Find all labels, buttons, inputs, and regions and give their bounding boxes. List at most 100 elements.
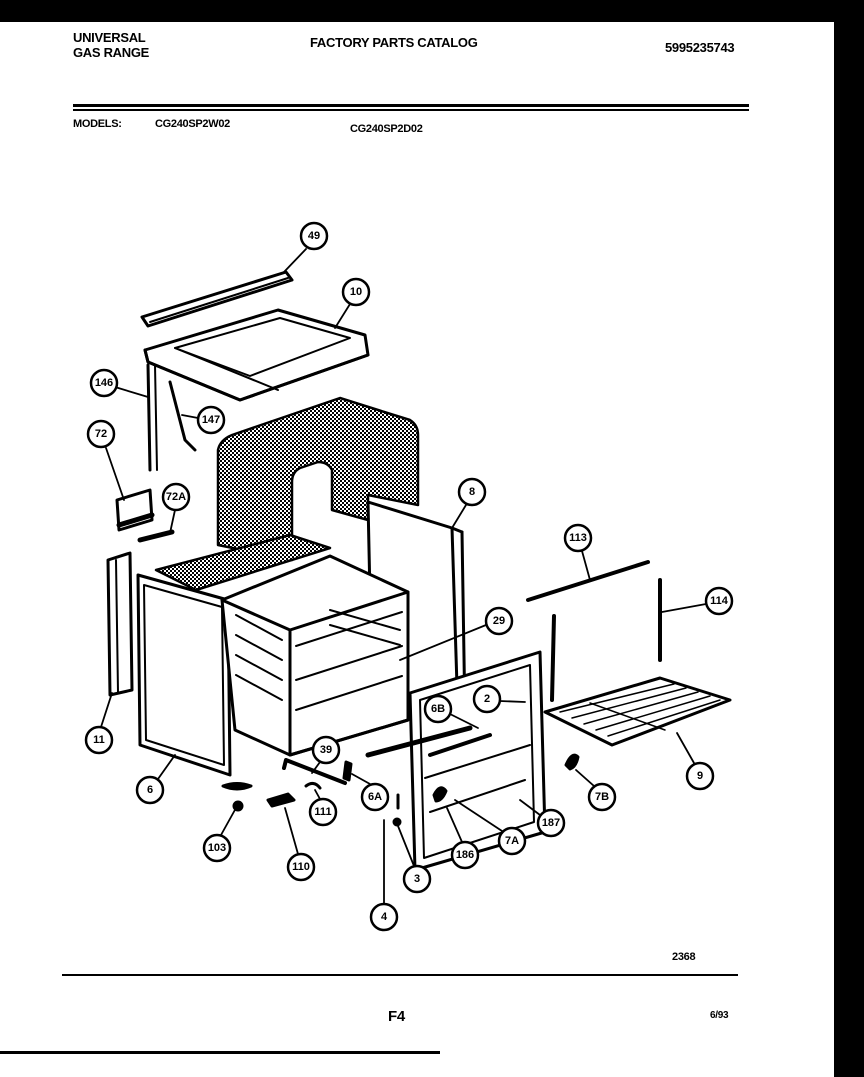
callout-label: 9 [697,770,703,782]
part-72A-strip [137,529,175,543]
callout-103: 103 [202,833,232,863]
part-103-knob [221,782,253,812]
callout-label: 103 [208,842,226,854]
part-29-rail [365,725,473,758]
callout-113: 113 [563,523,593,553]
callout-circle [161,482,191,512]
callout-10: 10 [341,277,371,307]
callout-39: 39 [311,735,341,765]
callout-label: 29 [493,615,505,627]
callout-circle [423,694,453,724]
callout-label: 187 [542,817,560,829]
callout-29: 29 [484,606,514,636]
callout-label: 7B [595,791,609,803]
callout-label: 72 [95,428,107,440]
brand-line-2: GAS RANGE [73,45,150,60]
callout-9: 9 [685,761,715,791]
models-label: MODELS: [73,118,122,130]
model-number-2: CG240SP2D02 [350,123,423,135]
callout-circle [536,808,566,838]
callout-label: 2 [484,693,490,705]
callout-circle [202,833,232,863]
callout-circle [704,586,734,616]
leader-lines [100,248,707,905]
callout-187: 187 [536,808,566,838]
callout-circle [472,684,502,714]
brand-block: UNIVERSAL GAS RANGE [73,30,149,60]
callout-circle [457,477,487,507]
callout-6b: 6B [423,694,453,724]
callout-label: 111 [314,806,331,818]
callout-circle [341,277,371,307]
callout-72: 72 [86,419,116,449]
callout-4: 4 [369,902,399,932]
callout-3: 3 [402,864,432,894]
callout-label: 4 [381,911,388,923]
callout-11: 11 [84,725,114,755]
callout-circle [402,864,432,894]
callout-49: 49 [299,221,329,251]
callout-label: 6A [368,791,382,803]
callout-circle [196,405,226,435]
callout-circle [135,775,165,805]
callout-2: 2 [472,684,502,714]
callout-label: 11 [93,734,105,746]
part-3-screw [392,817,402,827]
part-72-bracket [115,488,155,532]
callout-8: 8 [457,477,487,507]
part-39-burner-tube [282,758,347,785]
callout-circle [311,735,341,765]
part-110-valve [266,792,296,808]
part-9-oven-rack [543,676,732,747]
header-rule-secondary [73,109,749,111]
part-49-rear-rail [140,270,294,328]
callout-114: 114 [704,586,734,616]
callout-label: 146 [95,377,113,389]
oven-liner-box [220,554,410,757]
callout-72a: 72A [161,482,191,512]
callout-circle [286,852,316,882]
callout-label: 110 [292,861,310,873]
callout-circle [484,606,514,636]
callout-label: 7A [505,835,519,847]
callout-label: 6 [147,784,153,796]
callout-circle [587,782,617,812]
figure-number: 2368 [672,951,696,963]
callout-circle [450,840,480,870]
callout-6: 6 [135,775,165,805]
callout-circle [89,368,119,398]
callout-circle [685,761,715,791]
callout-circle [360,782,390,812]
part-10-top-frame [143,308,370,402]
callout-6a: 6A [360,782,390,812]
catalog-number: 5995235743 [665,40,735,55]
catalog-title: FACTORY PARTS CATALOG [310,35,478,50]
callout-label: 113 [569,532,587,544]
callout-111: 111 [308,797,338,827]
callout-186: 186 [450,840,480,870]
callout-circle [369,902,399,932]
bottom-edge-rule [0,1051,440,1054]
part-147-rod [168,380,197,452]
callout-110: 110 [286,852,316,882]
callout-label: 72A [166,491,186,503]
part-6-side-panel [136,573,232,777]
callout-146: 146 [89,368,119,398]
callout-circle [497,826,527,856]
brand-line-1: UNIVERSAL [73,30,146,45]
model-number-1: CG240SP2W02 [155,118,230,130]
callout-label: 8 [469,486,475,498]
callout-circle [86,419,116,449]
callout-147: 147 [196,405,226,435]
callout-label: 6B [431,703,445,715]
callout-label: 114 [710,595,729,607]
part-7B-hinge [564,753,580,771]
callout-circle [563,523,593,553]
callout-circle [84,725,114,755]
part-146-rod [146,363,152,472]
part-111-clip [304,781,322,790]
callout-circle [299,221,329,251]
part-6A-bracket [342,760,353,782]
callout-label: 147 [202,414,220,426]
